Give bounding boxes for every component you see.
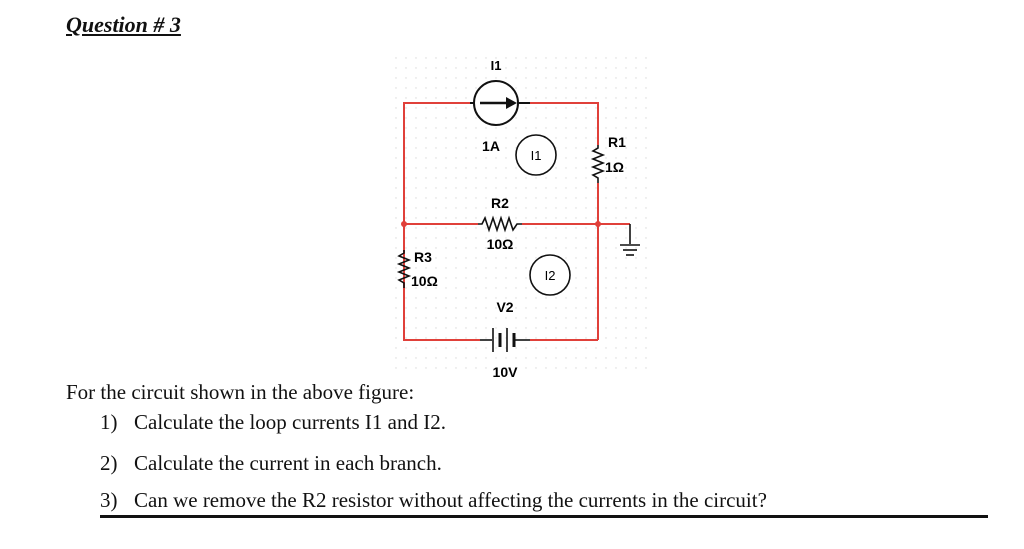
resistor-r2 (478, 215, 522, 233)
loop-current-i2: I2 (529, 254, 571, 296)
item-number: 3) (100, 488, 118, 512)
question-title: Question # 3 (66, 12, 181, 37)
r2-value-label: 10Ω (487, 236, 514, 252)
item-number: 1) (100, 410, 118, 434)
v2-name-label: V2 (496, 299, 513, 315)
wires (403, 102, 630, 341)
v2-value-label: 10V (493, 364, 519, 380)
source-name-label: I1 (491, 58, 502, 73)
r3-value-label: 10Ω (411, 273, 438, 289)
item-text: Calculate the loop currents I1 and I2. (134, 410, 446, 434)
r3-name-label: R3 (414, 249, 432, 265)
current-source (470, 80, 530, 126)
r2-name-label: R2 (491, 195, 509, 211)
bottom-rule (100, 515, 988, 518)
loop2-label: I2 (545, 268, 556, 283)
wire-top-right (530, 102, 599, 145)
item-number: 2) (100, 451, 118, 475)
node-right (595, 221, 601, 227)
grid-dots (395, 57, 647, 369)
ground-icon (620, 244, 640, 256)
loop-current-i1: I1 (515, 134, 557, 176)
question-item-3: 3) Can we remove the R2 resistor without … (100, 488, 767, 513)
resistor-r1 (590, 145, 606, 183)
resistor-r3 (396, 250, 412, 288)
item-text: Calculate the current in each branch. (134, 451, 442, 475)
source-value-label: 1A (482, 138, 500, 154)
question-item-1: 1) Calculate the loop currents I1 and I2. (100, 410, 446, 435)
item-text: Can we remove the R2 resistor without af… (134, 488, 767, 512)
loop1-label: I1 (531, 148, 542, 163)
question-item-2: 2) Calculate the current in each branch. (100, 451, 442, 476)
r1-value-label: 1Ω (605, 159, 624, 175)
wire-top (403, 102, 480, 341)
r1-name-label: R1 (608, 134, 626, 150)
node-left (401, 221, 407, 227)
problem-intro: For the circuit shown in the above figur… (66, 380, 415, 404)
circuit-diagram: I1 1A I1 I2 R1 1Ω R2 10Ω R3 10Ω V2 10V (395, 57, 647, 380)
battery-v2 (480, 328, 530, 352)
